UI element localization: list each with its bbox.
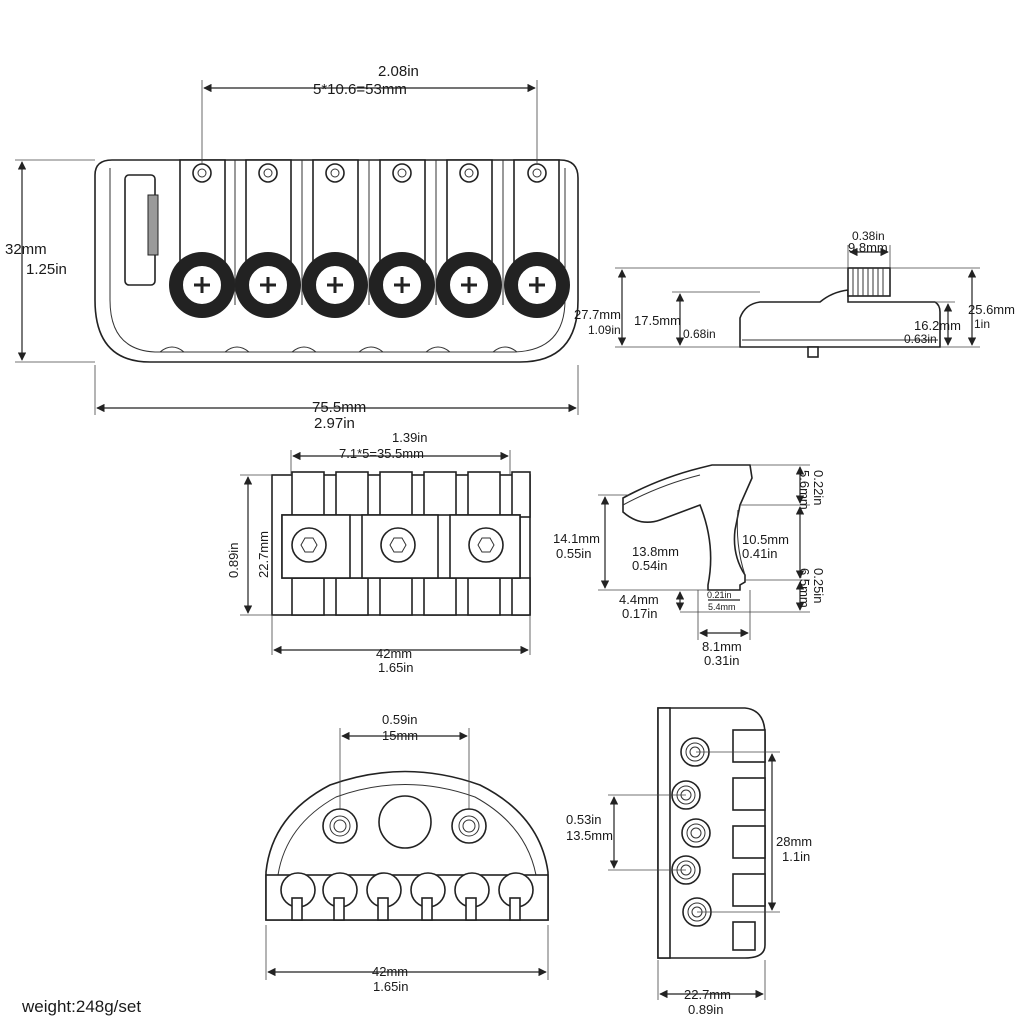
saddle-base-in: 0.17in xyxy=(622,606,657,621)
saddle-foot-in: 0.21in xyxy=(707,590,732,600)
top-spacing-in: 2.08in xyxy=(378,63,419,80)
side-inner-mm: 17.5mm xyxy=(634,313,681,328)
saddle-lower-mm: 6.5mm xyxy=(797,568,812,608)
side-total-mm: 27.7mm xyxy=(574,307,621,322)
plate-view-dimensions xyxy=(240,450,531,655)
side-view-drawing xyxy=(739,267,941,358)
plate-spacing-in: 1.39in xyxy=(392,430,427,445)
saddle-slot-mm: 10.5mm xyxy=(742,532,789,547)
saddle-height-in: 0.55in xyxy=(556,546,591,561)
saddle-height-mm: 14.1mm xyxy=(553,531,600,546)
saddle-top-in: 0.22in xyxy=(811,470,826,505)
front-spacing-mm: 15mm xyxy=(382,728,418,743)
saddle-foot-mm: 5.4mm xyxy=(708,602,736,612)
top-width-mm: 75.5mm xyxy=(312,399,366,416)
bottom-view-drawing xyxy=(657,707,766,959)
top-spacing-mm: 5*10.6=53mm xyxy=(313,81,407,98)
saddle-base-mm: 4.4mm xyxy=(619,592,659,607)
front-width-in: 1.65in xyxy=(373,979,408,994)
bottom-length-in: 1.1in xyxy=(782,849,810,864)
side-knob-in: 0.38in xyxy=(852,229,885,243)
saddle-profile-drawing xyxy=(622,464,753,591)
top-width-in: 2.97in xyxy=(314,415,355,432)
saddle-width-mm: 8.1mm xyxy=(702,639,742,654)
top-height-mm: 32mm xyxy=(5,241,47,258)
top-view-dimensions xyxy=(15,80,579,415)
bottom-width-mm: 22.7mm xyxy=(684,987,731,1002)
bottom-length-mm: 28mm xyxy=(776,834,812,849)
side-knob-mm: 9.8mm xyxy=(848,240,888,255)
top-height-in: 1.25in xyxy=(26,261,67,278)
bottom-spacing-in: 0.53in xyxy=(566,812,601,827)
saddle-width-in: 0.31in xyxy=(704,653,739,668)
side-right-total-in: 1in xyxy=(974,317,990,331)
plate-width-mm: 42mm xyxy=(376,646,412,661)
plate-spacing-mm: 7.1*5=35.5mm xyxy=(339,446,424,461)
saddle-length-mm: 13.8mm xyxy=(632,544,679,559)
side-inner-in: 0.68in xyxy=(683,327,716,341)
saddle-length-in: 0.54in xyxy=(632,558,667,573)
plate-height-in: 0.89in xyxy=(226,543,241,578)
side-right-total-mm: 25.6mm xyxy=(968,302,1015,317)
bottom-width-in: 0.89in xyxy=(688,1002,723,1017)
saddle-slot-in: 0.41in xyxy=(742,546,777,561)
side-right-inner-in: 0.63in xyxy=(904,332,937,346)
side-total-in: 1.09in xyxy=(588,323,621,337)
side-view-dimensions xyxy=(615,245,980,348)
bottom-view-dimensions xyxy=(608,751,780,1000)
front-spacing-in: 0.59in xyxy=(382,712,417,727)
saddle-profile-dimensions xyxy=(598,464,810,640)
side-right-inner-mm: 16.2mm xyxy=(914,318,961,333)
bottom-spacing-mm: 13.5mm xyxy=(566,828,613,843)
plate-view-drawing xyxy=(271,471,531,616)
top-view-drawing xyxy=(94,159,579,363)
plate-height-mm: 22.7mm xyxy=(256,531,271,578)
front-view-drawing xyxy=(265,770,549,921)
saddle-lower-in: 0.25in xyxy=(811,568,826,603)
saddle-top-mm: 5.6mm xyxy=(797,470,812,510)
front-width-mm: 42mm xyxy=(372,964,408,979)
weight-label: weight:248g/set xyxy=(21,997,141,1016)
front-view-dimensions xyxy=(265,728,549,980)
plate-width-in: 1.65in xyxy=(378,660,413,675)
